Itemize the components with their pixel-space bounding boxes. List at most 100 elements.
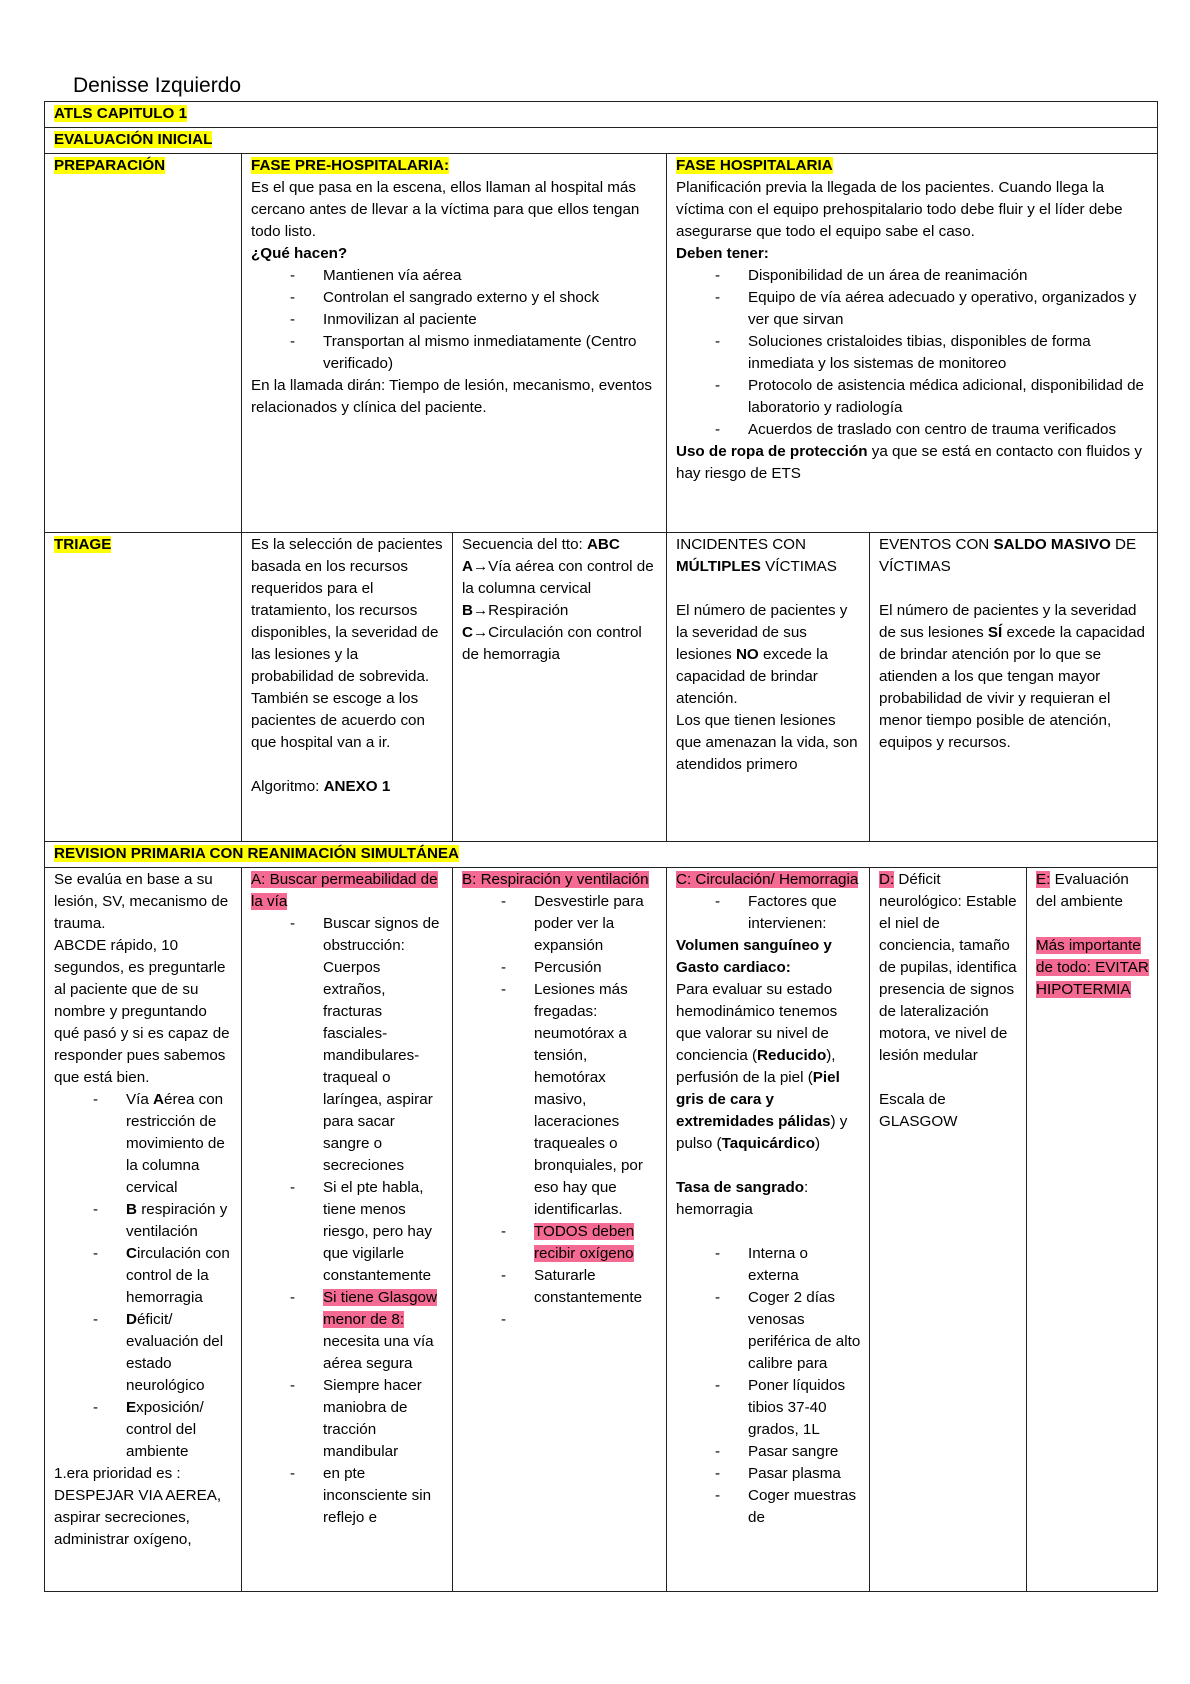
preparacion-label-cell: PREPARACIÓN: [44, 153, 242, 533]
hospital-cell: FASE HOSPITALARIA Planificación previa l…: [666, 153, 1158, 533]
sequence-c-text: Circulación con control de hemorragia: [462, 624, 642, 663]
list-item: Déficit/ evaluación del estado neurológi…: [54, 1309, 233, 1397]
sequence-b: B→Respiración: [462, 600, 658, 622]
abcde-b-text: respiración y ventilación: [126, 1201, 228, 1240]
exposure-text: E: Evaluación del ambiente: [1036, 869, 1149, 913]
multiple-title-pre: INCIDENTES CON: [676, 536, 806, 553]
list-item: Coger muestras de: [676, 1485, 861, 1529]
list-item: Transportan al mismo inmediatamente (Cen…: [251, 331, 658, 375]
list-item: Controlan el sangrado externo y el shock: [251, 287, 658, 309]
disability-highlight: D:: [879, 871, 895, 888]
eval-b3: Taquicárdico: [721, 1135, 815, 1152]
pre-hospital-outro: En la llamada dirán: Tiempo de lesión, m…: [251, 377, 652, 416]
list-item: Acuerdos de traslado con centro de traum…: [676, 419, 1149, 441]
mass-title-bold: SALDO MASIVO: [993, 536, 1111, 553]
disability-cell: D: Déficit neurológico: Estable el niel …: [869, 867, 1027, 1592]
circulation-volume: Volumen sanguíneo y Gasto cardiaco:: [676, 937, 832, 976]
revision-abcde: ABCDE rápido, 10 segundos, es preguntarl…: [54, 937, 230, 1086]
atls-table: ATLS CAPITULO 1 EVALUACIÓN INICIAL PREPA…: [44, 101, 1158, 1592]
mass-desc-a: El número de pacientes y la severidad de…: [879, 602, 1137, 641]
breathing-title: B: Respiración y ventilación: [462, 871, 649, 888]
airway-list: Buscar signos de obstrucción: Cuerpos ex…: [251, 913, 444, 1529]
author-name: Denisse Izquierdo: [73, 74, 242, 97]
exposure-important-highlight: Más importante de todo: EVITAR HIPOTERMI…: [1036, 937, 1149, 998]
list-item: Lesiones más fregadas: neumotórax a tens…: [462, 979, 658, 1221]
multiple-desc-b: NO: [735, 646, 759, 663]
list-item: Mantienen vía aérea: [251, 265, 658, 287]
list-item: Coger 2 días venosas periférica de alto …: [676, 1287, 861, 1375]
mass-desc-c: excede la capacidad de brindar atención …: [879, 624, 1145, 751]
airway-cell: A: Buscar permeabilidad de la vía Buscar…: [241, 867, 453, 1592]
list-item: Protocolo de asistencia médica adicional…: [676, 375, 1149, 419]
hospital-intro: Planificación previa la llegada de los p…: [676, 179, 1123, 240]
triage-desc-cell: Es la selección de pacientes basada en l…: [241, 532, 453, 842]
mass-casualty-desc: El número de pacientes y la severidad de…: [879, 600, 1149, 754]
disability-text: D: Déficit neurológico: Estable el niel …: [879, 869, 1018, 1067]
multiple-desc-c: excede la capacidad de brindar atención.: [676, 646, 828, 707]
revision-priority: 1.era prioridad es : DESPEJAR VIA AEREA,…: [54, 1465, 222, 1548]
breathing-oxygen-highlight: TODOS deben recibir oxígeno: [534, 1223, 635, 1262]
abcde-d-text: éficit/ evaluación del estado neurológic…: [126, 1311, 224, 1394]
eval-a: Para evaluar su estado hemodinámico tene…: [676, 981, 838, 1064]
airway-glasgow-highlight: Si tiene Glasgow menor de 8:: [323, 1289, 437, 1328]
tasa-bold: Tasa de sangrado: [676, 1179, 805, 1196]
multiple-victims-desc: El número de pacientes y la severidad de…: [676, 600, 861, 710]
revision-title: REVISION PRIMARIA CON REANIMACIÓN SIMULT…: [54, 845, 460, 862]
abcde-a-text: érea con restricción de movimiento de la…: [126, 1091, 225, 1196]
eval-b1: Reducido: [757, 1047, 827, 1064]
list-item: en pte inconsciente sin reflejo e: [251, 1463, 444, 1529]
disability-desc: Déficit neurológico: Estable el niel de …: [879, 871, 1017, 1064]
pre-hospital-title: FASE PRE-HOSPITALARIA:: [251, 157, 450, 174]
mass-casualty-title: EVENTOS CON SALDO MASIVO DE VÍCTIMAS: [879, 534, 1149, 578]
triage-desc1: Es la selección de pacientes basada en l…: [251, 536, 443, 685]
pre-hospital-list: Mantienen vía aérea Controlan el sangrad…: [251, 265, 658, 375]
abcde-a-pre: Vía: [126, 1091, 154, 1108]
list-item: Saturarle constantemente: [462, 1265, 658, 1309]
list-item: Si tiene Glasgow menor de 8: necesita un…: [251, 1287, 444, 1375]
exposure-highlight: E:: [1036, 871, 1051, 888]
list-item: TODOS deben recibir oxígeno: [462, 1221, 658, 1265]
multiple-title-post: VÍCTIMAS: [760, 558, 837, 575]
abcde-e-text: xposición/ control del ambiente: [126, 1399, 204, 1460]
circulation-tasa: Tasa de sangrado: hemorragia: [676, 1177, 861, 1221]
list-item: Exposición/ control del ambiente: [54, 1397, 233, 1463]
chapter-title: ATLS CAPITULO 1: [54, 105, 188, 122]
list-item: B respiración y ventilación: [54, 1199, 233, 1243]
mass-title-post: DE VÍCTIMAS: [879, 536, 1137, 575]
circulation-title: C: Circulación/ Hemorragia: [676, 871, 859, 888]
breathing-cell: B: Respiración y ventilación Desvestirle…: [452, 867, 667, 1592]
breathing-list: Desvestirle para poder ver la expansión …: [462, 891, 658, 1331]
sequence-c: C→Circulación con control de hemorragia: [462, 622, 658, 666]
list-item: Pasar sangre: [676, 1441, 861, 1463]
disability-escala: Escala de GLASGOW: [879, 1091, 958, 1130]
circulation-list: Interna o externa Coger 2 días venosas p…: [676, 1243, 861, 1529]
pre-hospital-question: ¿Qué hacen?: [251, 245, 348, 262]
sequence-value: ABC: [586, 536, 620, 553]
abcde-c-letter: C: [126, 1245, 137, 1262]
circulation-cell: C: Circulación/ Hemorragia Factores que …: [666, 867, 870, 1592]
eval-m: ), perfusión de la piel (: [676, 1047, 836, 1086]
triage-label-cell: TRIAGE: [44, 532, 242, 842]
sequence-b-letter: B: [462, 602, 473, 619]
hospital-list: Disponibilidad de un área de reanimación…: [676, 265, 1149, 441]
revision-intro-cell: Se evalúa en base a su lesión, SV, mecan…: [44, 867, 242, 1592]
sequence-title: Secuencia del tto: ABC: [462, 534, 658, 556]
sequence-b-text: Respiración: [488, 602, 569, 619]
preparacion-label: PREPARACIÓN: [54, 157, 166, 174]
algoritmo-value: ANEXO 1: [323, 778, 391, 795]
arrow-icon: →: [472, 558, 489, 575]
abcde-e-letter: E: [126, 1399, 137, 1416]
list-item: Equipo de vía aérea adecuado y operativo…: [676, 287, 1149, 331]
list-item: Buscar signos de obstrucción: Cuerpos ex…: [251, 913, 444, 1177]
list-item: Si el pte habla, tiene menos riesgo, per…: [251, 1177, 444, 1287]
mass-casualty-cell: EVENTOS CON SALDO MASIVO DE VÍCTIMAS El …: [869, 532, 1158, 842]
multiple-victims-cell: INCIDENTES CON MÚLTIPLES VÍCTIMAS El núm…: [666, 532, 870, 842]
exposure-cell: E: Evaluación del ambiente Más important…: [1026, 867, 1158, 1592]
multiple-victims-title: INCIDENTES CON MÚLTIPLES VÍCTIMAS: [676, 534, 861, 578]
circulation-factors: Factores que intervienen:: [676, 891, 861, 935]
sequence-label: Secuencia del tto:: [462, 536, 587, 553]
list-item: Pasar plasma: [676, 1463, 861, 1485]
list-item: Vía Aérea con restricción de movimiento …: [54, 1089, 233, 1199]
arrow-icon: →: [472, 602, 489, 619]
sequence-a: A→Vía aérea con control de la columna ce…: [462, 556, 658, 600]
